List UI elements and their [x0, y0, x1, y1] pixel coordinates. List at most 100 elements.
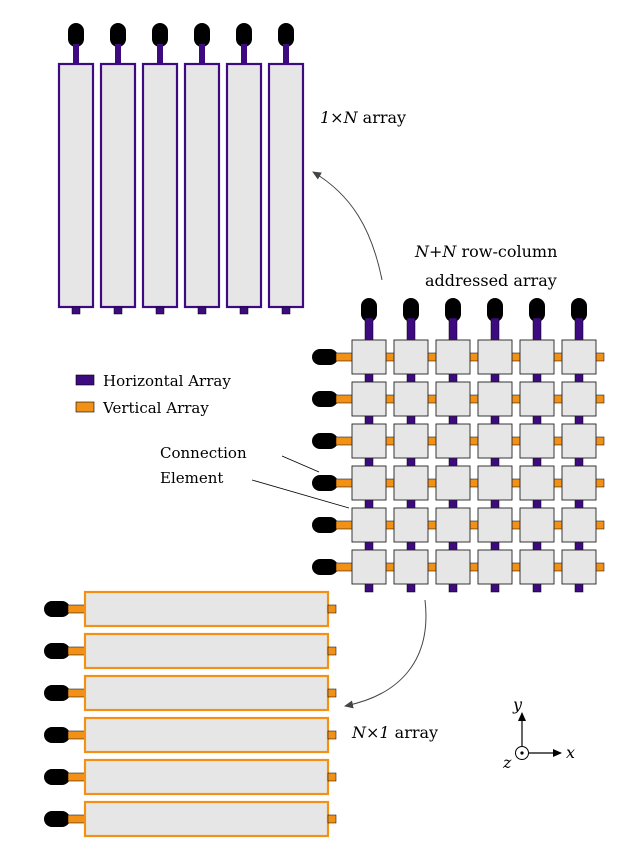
- rca-element: [393, 423, 429, 459]
- connector-plug-icon: [110, 23, 126, 47]
- axis-label-z: z: [502, 753, 512, 772]
- rca-element: [393, 465, 429, 501]
- top-array-lead: [241, 44, 247, 66]
- bottom-array-label: N×1 array: [351, 723, 438, 742]
- axis-triad-icon: y x z: [502, 695, 575, 772]
- top-array-label: 1×N array: [320, 108, 406, 127]
- rca-element: [561, 339, 597, 375]
- connector-plug-icon: [44, 727, 70, 743]
- arrow-to-bottom-array: [344, 599, 427, 709]
- rca-element: [561, 381, 597, 417]
- legend-label-horizontal: Horizontal Array: [103, 372, 231, 390]
- legend-swatch-horizontal: [75, 374, 95, 386]
- rca-element: [435, 339, 471, 375]
- top-array-end-tab: [281, 306, 291, 315]
- z-axis-dot: [520, 751, 524, 755]
- top-array-element: [225, 62, 263, 309]
- bottom-array-element: [83, 632, 330, 670]
- connector-plug-icon: [44, 811, 70, 827]
- connector-plug-icon: [44, 643, 70, 659]
- top-array-lead: [73, 44, 79, 66]
- connector-plug-icon: [312, 391, 338, 407]
- connector-plug-icon: [487, 298, 503, 322]
- rca-element: [519, 549, 555, 585]
- top-array-element: [57, 62, 95, 309]
- rca-label-line1: N+N row-column: [414, 242, 557, 261]
- axis-label-x: x: [566, 743, 575, 762]
- top-array-lead: [157, 44, 163, 66]
- bottom-array-element: [83, 674, 330, 712]
- rca-element: [561, 465, 597, 501]
- rca-element: [519, 465, 555, 501]
- rca-element: [519, 507, 555, 543]
- bottom-array-lead: [67, 730, 87, 740]
- bottom-array-end-tab: [327, 646, 337, 656]
- top-array-element: [99, 62, 137, 309]
- top-array-lead: [283, 44, 289, 66]
- rca-element: [435, 423, 471, 459]
- top-array-element: [141, 62, 179, 309]
- rca-element: [477, 549, 513, 585]
- axis-label-y: y: [512, 695, 523, 714]
- top-array-end-tab: [113, 306, 123, 315]
- connector-plug-icon: [312, 475, 338, 491]
- connector-plug-icon: [194, 23, 210, 47]
- connector-plug-icon: [312, 559, 338, 575]
- top-array-end-tab: [155, 306, 165, 315]
- bottom-array-lead: [67, 688, 87, 698]
- top-array-element: [267, 62, 305, 309]
- connector-plug-icon: [312, 517, 338, 533]
- bottom-nx1-array: [44, 590, 337, 838]
- connector-plug-icon: [44, 685, 70, 701]
- top-array-lead: [199, 44, 205, 66]
- legend: Horizontal Array Vertical Array: [75, 372, 231, 417]
- rca-element: [477, 465, 513, 501]
- rca-element: [561, 423, 597, 459]
- rca-element: [393, 339, 429, 375]
- rca-element: [477, 507, 513, 543]
- rca-element: [351, 339, 387, 375]
- connection-element-annotation: Connection Element: [160, 444, 350, 509]
- top-array-lead: [115, 44, 121, 66]
- connector-plug-icon: [152, 23, 168, 47]
- rca-element: [393, 507, 429, 543]
- top-array-end-tab: [239, 306, 249, 315]
- bottom-array-end-tab: [327, 772, 337, 782]
- connector-plug-icon: [361, 298, 377, 322]
- annotation-line1: Connection: [160, 444, 247, 462]
- rca-element: [435, 465, 471, 501]
- connector-plug-icon: [571, 298, 587, 322]
- rca-element: [435, 381, 471, 417]
- legend-swatch-vertical: [75, 401, 95, 413]
- annotation-pointer-2: [251, 479, 350, 509]
- rca-element: [351, 549, 387, 585]
- rca-element: [435, 507, 471, 543]
- bottom-array-lead: [67, 814, 87, 824]
- bottom-array-element: [83, 590, 330, 628]
- bottom-array-lead: [67, 646, 87, 656]
- connector-plug-icon: [403, 298, 419, 322]
- annotation-line2: Element: [160, 469, 223, 487]
- connector-plug-icon: [445, 298, 461, 322]
- bottom-array-end-tab: [327, 688, 337, 698]
- bottom-array-end-tab: [327, 604, 337, 614]
- top-1xn-array: [57, 23, 305, 315]
- rca-element: [477, 381, 513, 417]
- rca-element: [351, 423, 387, 459]
- rca-element: [351, 465, 387, 501]
- top-array-element: [183, 62, 221, 309]
- connector-plug-icon: [312, 349, 338, 365]
- top-array-end-tab: [71, 306, 81, 315]
- connector-plug-icon: [44, 601, 70, 617]
- connector-plug-icon: [529, 298, 545, 322]
- rca-element: [519, 339, 555, 375]
- rca-element: [519, 381, 555, 417]
- rca-element: [519, 423, 555, 459]
- bottom-array-end-tab: [327, 730, 337, 740]
- connector-plug-icon: [278, 23, 294, 47]
- connector-plug-icon: [236, 23, 252, 47]
- rca-element: [561, 549, 597, 585]
- arrow-to-top-array: [312, 171, 383, 281]
